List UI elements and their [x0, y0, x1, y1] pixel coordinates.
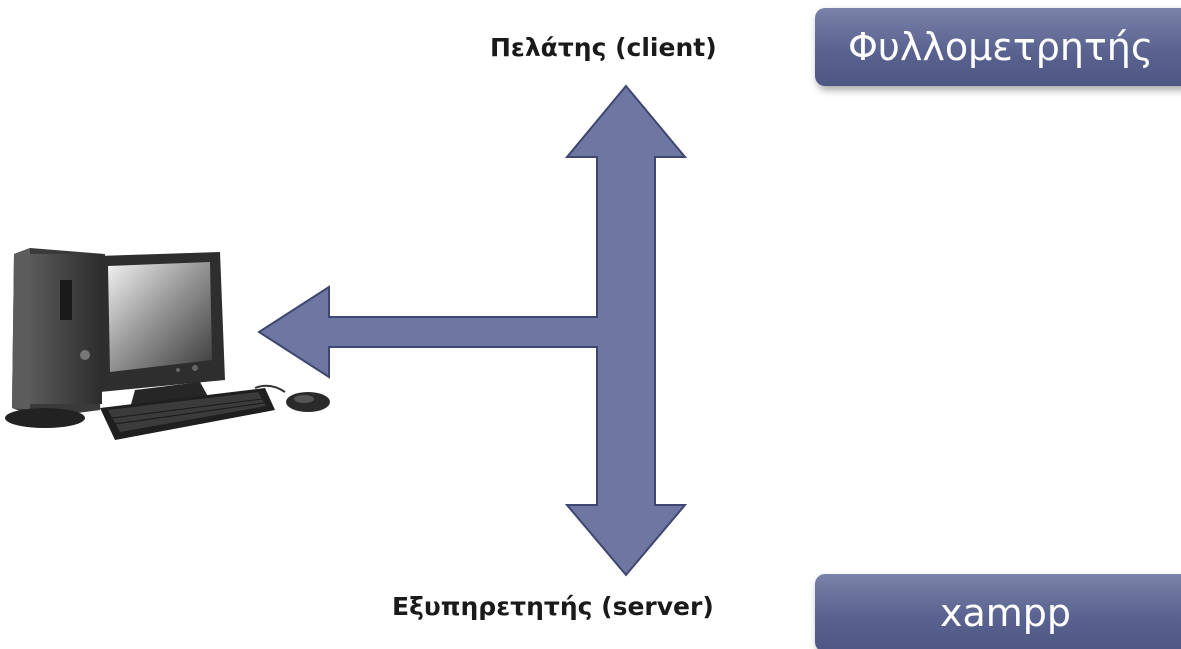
desktop-computer-icon: [5, 248, 330, 440]
xampp-tag-label: xampp: [940, 591, 1072, 635]
monitor: [98, 252, 225, 408]
server-label: Εξυπηρετητής (server): [392, 592, 714, 621]
keyboard: [100, 388, 275, 440]
client-label: Πελάτης (client): [490, 33, 717, 62]
browser-tag-label: Φυλλομετρητής: [848, 25, 1154, 69]
three-way-arrow-shape: [257, 84, 688, 577]
browser-tag: Φυλλομετρητής: [815, 8, 1181, 86]
tower-case: [5, 248, 105, 428]
xampp-tag: xampp: [815, 574, 1181, 649]
mouse: [254, 384, 330, 412]
